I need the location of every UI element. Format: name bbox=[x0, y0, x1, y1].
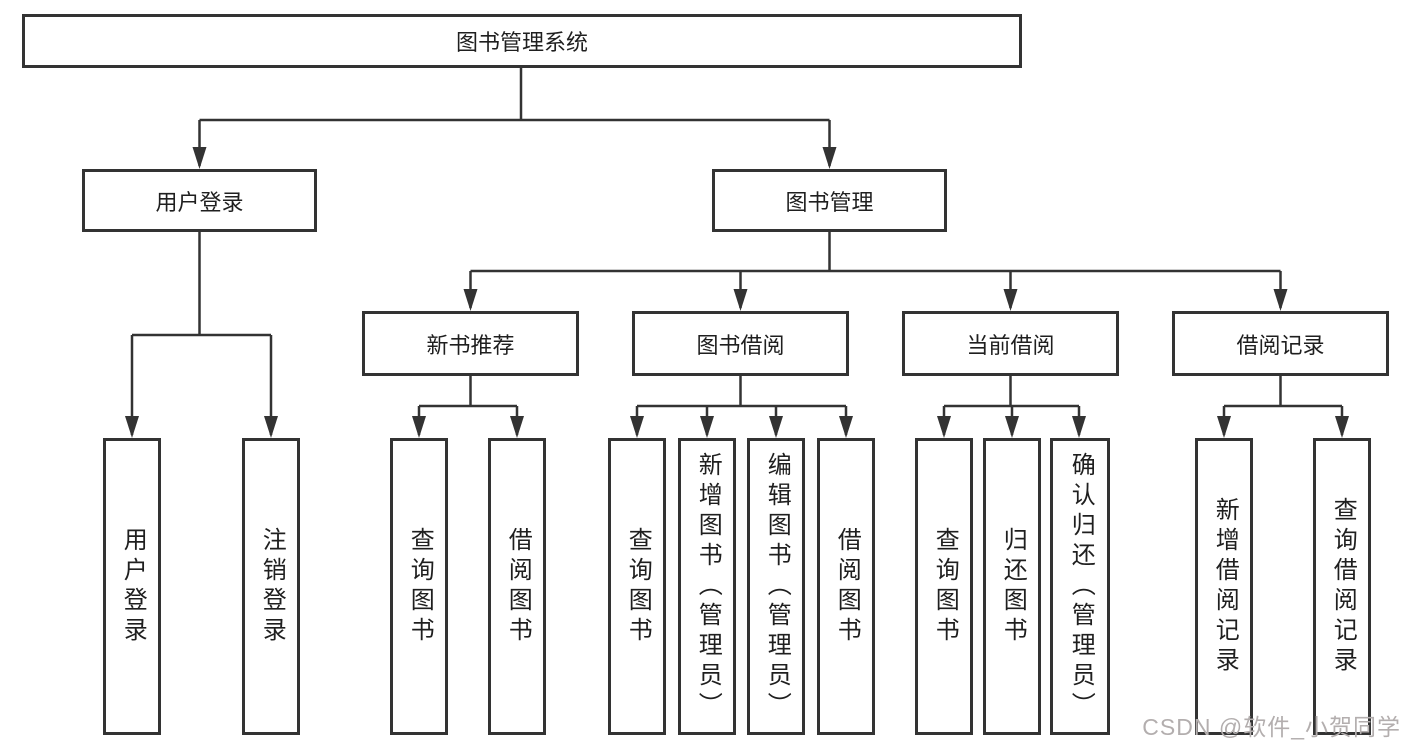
arrow-down-icon bbox=[463, 289, 478, 311]
node-label: 注销登录 bbox=[258, 526, 286, 647]
node-label: 用户登录 bbox=[155, 189, 244, 215]
arrow-down-icon bbox=[264, 416, 278, 438]
node-label: 查询图书 bbox=[931, 526, 959, 647]
node-label: 借阅图书 bbox=[504, 526, 532, 647]
arrow-down-icon bbox=[192, 147, 207, 169]
node-label: 图书借阅 bbox=[696, 332, 785, 358]
node-label: 查询借阅记录 bbox=[1329, 496, 1357, 677]
leaf-edit-books-admin: 编辑图书（管理员） bbox=[747, 438, 805, 735]
arrow-down-icon bbox=[700, 416, 714, 438]
node-user-login: 用户登录 bbox=[82, 169, 317, 232]
arrow-down-icon bbox=[412, 416, 426, 438]
arrow-down-icon bbox=[630, 416, 644, 438]
node-book-management: 图书管理 bbox=[712, 169, 947, 232]
node-label: 新增借阅记录 bbox=[1211, 496, 1239, 677]
node-label: 查询图书 bbox=[624, 526, 652, 647]
node-label: 当前借阅 bbox=[966, 332, 1055, 358]
node-library-system: 图书管理系统 bbox=[22, 14, 1022, 68]
node-label: 查询图书 bbox=[406, 526, 434, 647]
arrow-down-icon bbox=[733, 289, 748, 311]
arrow-down-icon bbox=[1005, 416, 1019, 438]
node-label: 编辑图书（管理员） bbox=[763, 451, 791, 722]
node-label: 确认归还（管理员） bbox=[1067, 451, 1095, 722]
leaf-borrow-books-recommend: 借阅图书 bbox=[488, 438, 546, 735]
node-label: 归还图书 bbox=[999, 526, 1027, 647]
arrow-down-icon bbox=[1072, 416, 1086, 438]
leaf-return-books: 归还图书 bbox=[983, 438, 1041, 735]
arrow-down-icon bbox=[1273, 289, 1288, 311]
leaf-add-books-admin: 新增图书（管理员） bbox=[678, 438, 736, 735]
leaf-user-login: 用户登录 bbox=[103, 438, 161, 735]
arrow-down-icon bbox=[769, 416, 783, 438]
connector-strokes bbox=[130, 68, 1344, 435]
node-borrow-records: 借阅记录 bbox=[1172, 311, 1389, 376]
leaf-query-books-borrowing: 查询图书 bbox=[608, 438, 666, 735]
arrow-down-icon bbox=[937, 416, 951, 438]
arrow-down-icon bbox=[1217, 416, 1231, 438]
node-label: 图书管理系统 bbox=[455, 30, 588, 55]
node-label: 借阅图书 bbox=[833, 526, 861, 647]
node-label: 新书推荐 bbox=[426, 332, 515, 358]
arrow-down-icon bbox=[822, 147, 837, 169]
leaf-logout: 注销登录 bbox=[242, 438, 300, 735]
leaf-add-borrow-record: 新增借阅记录 bbox=[1195, 438, 1253, 735]
leaf-query-books-current: 查询图书 bbox=[915, 438, 973, 735]
leaf-query-books-recommend: 查询图书 bbox=[390, 438, 448, 735]
leaf-borrow-books: 借阅图书 bbox=[817, 438, 875, 735]
node-label: 新增图书（管理员） bbox=[694, 451, 722, 722]
leaf-query-borrow-record: 查询借阅记录 bbox=[1313, 438, 1371, 735]
csdn-watermark: CSDN @软件_小贺同学 bbox=[1142, 714, 1401, 740]
arrow-down-icon bbox=[125, 416, 139, 438]
leaf-confirm-return-admin: 确认归还（管理员） bbox=[1050, 438, 1110, 735]
node-current-borrowing: 当前借阅 bbox=[902, 311, 1119, 376]
node-label: 用户登录 bbox=[119, 526, 147, 647]
arrow-down-icon bbox=[1003, 289, 1018, 311]
node-new-book-recommend: 新书推荐 bbox=[362, 311, 579, 376]
arrow-down-icon bbox=[510, 416, 524, 438]
arrow-down-icon bbox=[839, 416, 853, 438]
arrow-down-icon bbox=[1335, 416, 1349, 438]
node-book-borrowing: 图书借阅 bbox=[632, 311, 849, 376]
node-label: 借阅记录 bbox=[1236, 332, 1325, 358]
node-label: 图书管理 bbox=[785, 189, 874, 215]
